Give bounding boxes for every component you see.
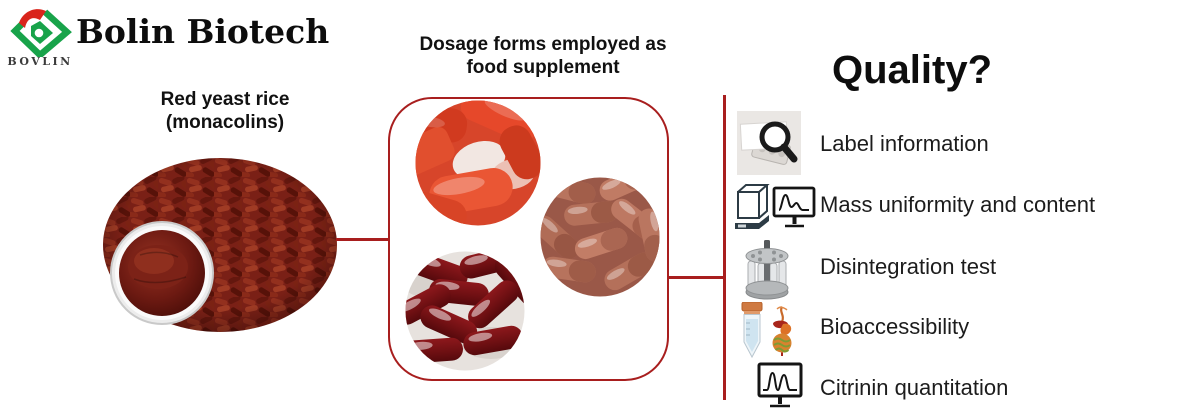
quality-separator-line [723,95,726,400]
logo-red-swoosh [19,9,46,28]
left-title-line2: (monacolins) [165,112,285,133]
red-yeast-powder-dish [110,221,214,325]
red-yeast-rice-photo [103,158,337,332]
quality-item-disintegration-test: Disintegration test [820,254,997,279]
middle-heading-line2: food supplement [466,57,620,78]
tablets-photo-circle [415,100,541,226]
bolin-biotech-logo-icon [10,9,72,57]
middle-heading: Dosage forms employed as food supplement [398,33,688,79]
quality-item-bioaccessibility: Bioaccessibility [820,314,970,339]
chromatogram-monitor-icon [772,186,816,228]
connector-rice-to-dosage [336,238,389,241]
quality-item-mass-uniformity: Mass uniformity and content [820,192,1096,217]
digestive-system-icon [772,306,792,356]
quality-item-citrinin-quantitation: Citrinin quantitation [820,375,1009,400]
logo-green-diamond [10,9,72,57]
brand-title: Bolin Biotech [76,12,330,51]
citrinin-chromatogram-monitor-icon [757,362,803,408]
falcon-tube-icon [741,302,763,359]
logo-wordmark: BOVLIN [7,55,73,68]
disintegration-apparatus-icon [745,240,789,300]
left-title: Red yeast rice (monacolins) [105,88,345,134]
logo-inner-hole [34,28,44,38]
left-title-line1: Red yeast rice [160,89,290,110]
capsules-photo-circle [540,177,660,297]
quality-heading: Quality? [832,48,993,92]
analytical-balance-icon [735,184,770,229]
quality-item-label-information: Label information [820,131,989,156]
softgel-capsules-photo-circle [405,251,525,371]
label-magnifier-icon [737,111,801,175]
middle-heading-line1: Dosage forms employed as [419,34,667,55]
connector-dosage-to-quality [669,276,724,279]
